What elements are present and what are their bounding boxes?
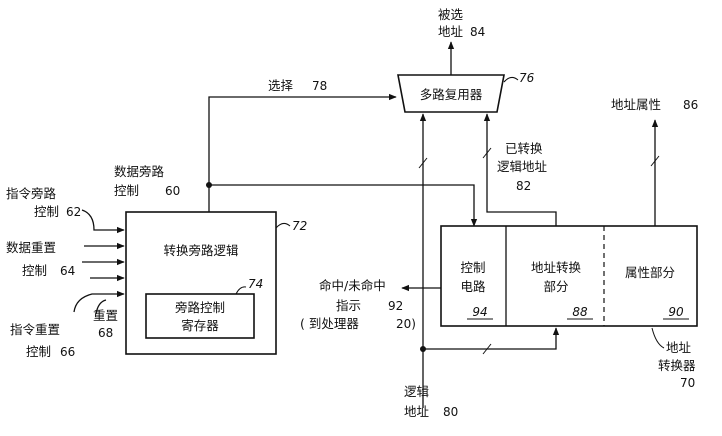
address-translation-line2: 部分 xyxy=(543,279,568,294)
instr-reset-control-line2: 控制 xyxy=(26,344,51,359)
bypass-register-leader xyxy=(235,286,247,295)
translator-line2: 转换器 xyxy=(658,358,696,373)
control-circuit-line2: 电路 xyxy=(460,279,486,294)
bypass-control-register-line2: 寄存器 xyxy=(181,318,219,333)
instr-bypass-control-arrow xyxy=(81,209,125,234)
multiplexer-leader xyxy=(503,76,519,83)
instr-reset-control-line1: 指令重置 xyxy=(10,322,60,337)
select-signal-label: 选择 xyxy=(268,78,294,93)
translator-leader xyxy=(651,327,665,349)
data-bypass-control-line2: 控制 xyxy=(114,183,139,198)
bypass-control-bus xyxy=(209,184,478,227)
hit-miss-line3: ( 到处理器 xyxy=(300,316,359,331)
attribute-output-label: 地址属性 xyxy=(611,97,661,112)
selected-address-line1: 被选 xyxy=(438,7,464,22)
data-reset-control-line1: 数据重置 xyxy=(6,240,56,255)
selected-address-ref: 84 xyxy=(470,25,485,39)
selected-address-line2: 地址 xyxy=(438,24,464,39)
bypass-control-register xyxy=(145,293,255,339)
translator-ref: 70 xyxy=(680,376,695,390)
instr-bypass-control-ref: 62 xyxy=(66,205,81,219)
instr-reset-control-ref: 66 xyxy=(60,345,75,359)
translated-address-ref: 82 xyxy=(516,179,531,193)
hit-miss-ref2: 20) xyxy=(396,317,416,331)
control-circuit-ref: 94 xyxy=(472,305,487,319)
reset-ref: 68 xyxy=(98,326,113,340)
logical-address-line1: 逻辑 xyxy=(404,384,429,399)
data-reset-control-ref: 64 xyxy=(60,264,75,278)
bypass-control-register-line1: 旁路控制 xyxy=(175,300,225,315)
data-bypass-control-ref: 60 xyxy=(165,184,180,198)
multiplexer-ref: 76 xyxy=(519,71,535,85)
bypass-logic-leader xyxy=(275,222,291,229)
hit-miss-line2: 指示 xyxy=(336,298,361,313)
multiplexer: 多路复用器 76 xyxy=(397,71,535,113)
instr-bypass-control-line2: 控制 xyxy=(34,204,59,219)
select-signal-line xyxy=(208,93,397,212)
attribute-section-ref: 90 xyxy=(668,305,684,319)
logical-to-translation-line xyxy=(423,327,560,350)
translation-bypass-logic-ref: 72 xyxy=(292,219,307,233)
translated-bus-slash xyxy=(482,147,492,159)
reset-label: 重置 xyxy=(93,308,118,323)
data-reset-control-line2: 控制 xyxy=(22,263,47,278)
reset-leader xyxy=(95,299,107,315)
attribute-bus-slash xyxy=(650,155,660,167)
instr-reset-control-arrow xyxy=(73,290,125,313)
attribute-output-ref: 86 xyxy=(683,98,698,112)
control-circuit-line1: 控制 xyxy=(460,260,485,275)
translation-bypass-logic-label: 转换旁路逻辑 xyxy=(163,243,238,258)
instr-bypass-control-line1: 指令旁路 xyxy=(6,186,57,201)
translated-address-line1: 已转换 xyxy=(505,141,543,156)
translated-address-line2: 逻辑地址 xyxy=(497,159,548,174)
logical-branch-slash xyxy=(482,343,492,355)
hit-miss-ref: 92 xyxy=(388,299,403,313)
bypass-control-register-ref: 74 xyxy=(248,277,263,291)
translator-line1: 地址 xyxy=(666,340,692,355)
logical-address-ref: 80 xyxy=(443,405,458,419)
bus-junction-dot xyxy=(206,182,212,188)
address-translator: 控制 电路 94 地址转换 部分 88 属性部分 90 xyxy=(440,225,698,327)
data-bypass-control-line1: 数据旁路 xyxy=(114,164,165,179)
attribute-section-label: 属性部分 xyxy=(625,265,675,280)
address-translation-line1: 地址转换 xyxy=(531,260,582,275)
multiplexer-label: 多路复用器 xyxy=(420,87,483,102)
address-translation-ref: 88 xyxy=(572,305,588,319)
translation-bypass-logic: 转换旁路逻辑 72 旁路控制 寄存器 74 xyxy=(125,211,307,355)
logical-address-line2: 地址 xyxy=(404,404,430,419)
hit-miss-line1: 命中/未命中 xyxy=(319,278,386,293)
translated-address-line xyxy=(483,113,557,226)
logical-bus-slash xyxy=(418,157,428,169)
select-signal-ref: 78 xyxy=(312,79,327,93)
